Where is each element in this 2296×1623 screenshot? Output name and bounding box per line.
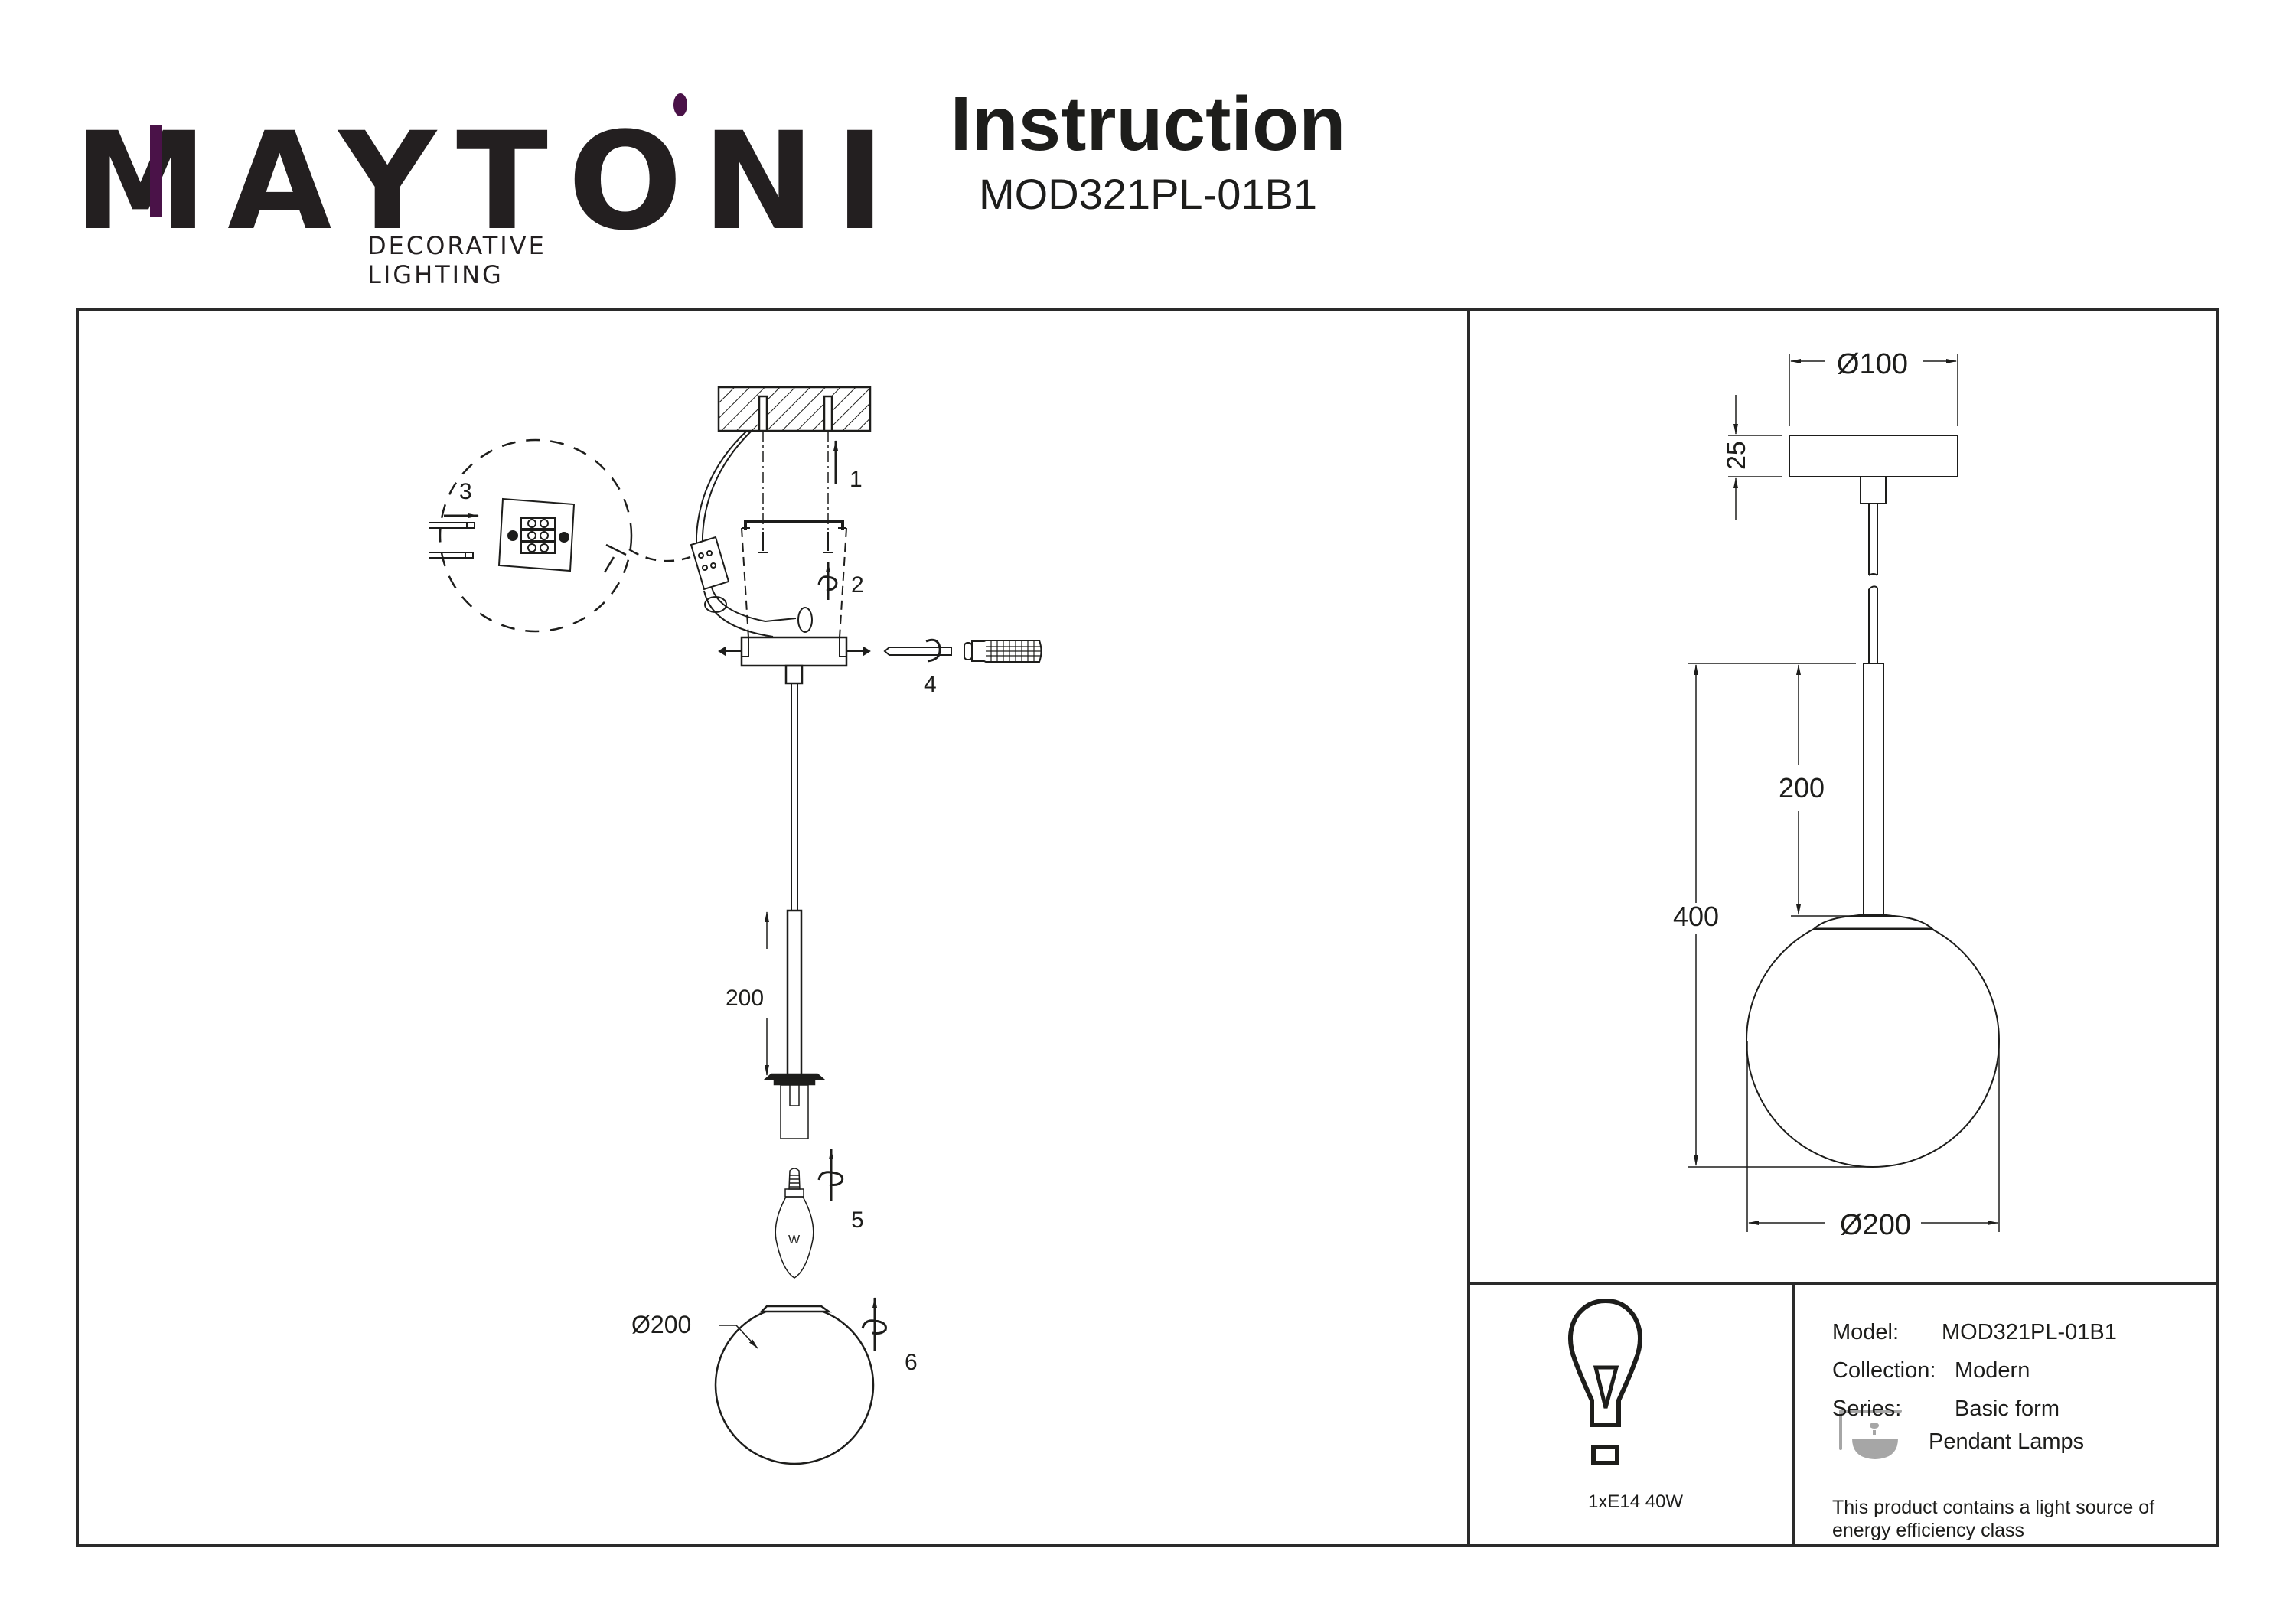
step-4-label: 4 — [924, 672, 937, 697]
lamp-spec: 1xE14 40W — [1588, 1491, 1683, 1512]
energy-efficiency-note: This product contains a light source of … — [1832, 1497, 2155, 1541]
step-5-rotate-icon — [817, 1171, 844, 1186]
mounting-bracket — [744, 520, 844, 530]
shade-diameter-dimension — [1746, 1041, 2000, 1232]
canopy — [1789, 435, 1958, 477]
mounting-screw — [758, 532, 833, 553]
glass-globe — [714, 1305, 875, 1465]
canopy-connector — [1860, 476, 1887, 504]
shade-diameter-label: Ø200 — [631, 1311, 691, 1338]
screwdriver-icon — [883, 638, 1042, 663]
side-screw — [718, 646, 871, 657]
brand-name: MAYTONI — [73, 103, 905, 260]
page-title: Instruction — [950, 81, 1346, 167]
model-code: MOD321PL-01B1 — [978, 170, 1317, 218]
outer-border — [76, 308, 2219, 1547]
step-3-label: 3 — [459, 479, 472, 504]
assembly-diagram — [429, 386, 1042, 1465]
total-height-dimension — [1688, 663, 1873, 1168]
wire-ends — [429, 522, 475, 559]
step-4-rotate-icon — [925, 638, 941, 663]
logo-accent-dot — [673, 93, 687, 116]
wire-clip — [797, 607, 813, 633]
step-6-rotate-icon — [861, 1319, 887, 1335]
brand-tagline: DECORATIVE LIGHTING — [367, 231, 546, 289]
canopy-connector — [784, 664, 804, 685]
supply-cable — [696, 430, 748, 551]
cable — [1868, 504, 1878, 575]
step-2-rotate-icon — [817, 575, 838, 591]
dimension-drawing — [1688, 354, 2000, 1232]
step-1-label: 1 — [850, 467, 863, 492]
frame — [76, 308, 2219, 1547]
bulb-marking: W — [788, 1234, 801, 1247]
rod — [1863, 663, 1884, 917]
rod — [786, 909, 803, 1077]
step-5-label: 5 — [851, 1207, 864, 1233]
total-height-label: 400 — [1673, 901, 1719, 932]
canopy-height-dimension — [1728, 395, 1782, 520]
internal-wire — [711, 587, 797, 623]
canopy-diameter-label: Ø100 — [1837, 348, 1908, 380]
lamp-socket — [780, 1084, 809, 1139]
alignment-guides — [762, 431, 829, 552]
shade-width-label: Ø200 — [1840, 1209, 1911, 1241]
rod-length-label: 200 — [726, 986, 764, 1011]
canopy-outline — [741, 527, 847, 638]
terminal-block-detail — [497, 497, 576, 572]
lightbulb-icon — [1568, 1298, 1642, 1465]
logo-accent-bar — [150, 125, 162, 217]
series-value: Basic form — [1955, 1396, 2060, 1421]
pendant-lamp-icon — [1839, 1410, 1902, 1459]
socket-flange — [763, 1073, 826, 1080]
step-2-label: 2 — [851, 572, 864, 598]
canopy-diameter-dimension — [1789, 354, 1958, 426]
callout-leader — [628, 548, 691, 562]
step-6-label: 6 — [905, 1350, 918, 1375]
rod-height-label: 200 — [1779, 772, 1825, 803]
detail-callout — [439, 438, 633, 633]
canopy-height-label: 25 — [1722, 441, 1751, 470]
canopy-base — [740, 636, 848, 667]
glass-globe — [1746, 914, 2000, 1168]
ceiling-section — [717, 386, 872, 432]
series-label: Series: — [1832, 1396, 1902, 1421]
shade-diameter-leader — [719, 1325, 758, 1349]
terminal-block — [690, 536, 730, 591]
model-value: MOD321PL-01B1 — [1942, 1320, 2117, 1344]
collection-label: Collection: — [1832, 1358, 1936, 1383]
model-label: Model: — [1832, 1320, 1900, 1344]
candle-bulb — [775, 1168, 814, 1279]
rod-length-dimension — [1791, 664, 1861, 917]
category-value: Pendant Lamps — [1929, 1429, 2085, 1454]
collection-value: Modern — [1955, 1358, 2030, 1383]
